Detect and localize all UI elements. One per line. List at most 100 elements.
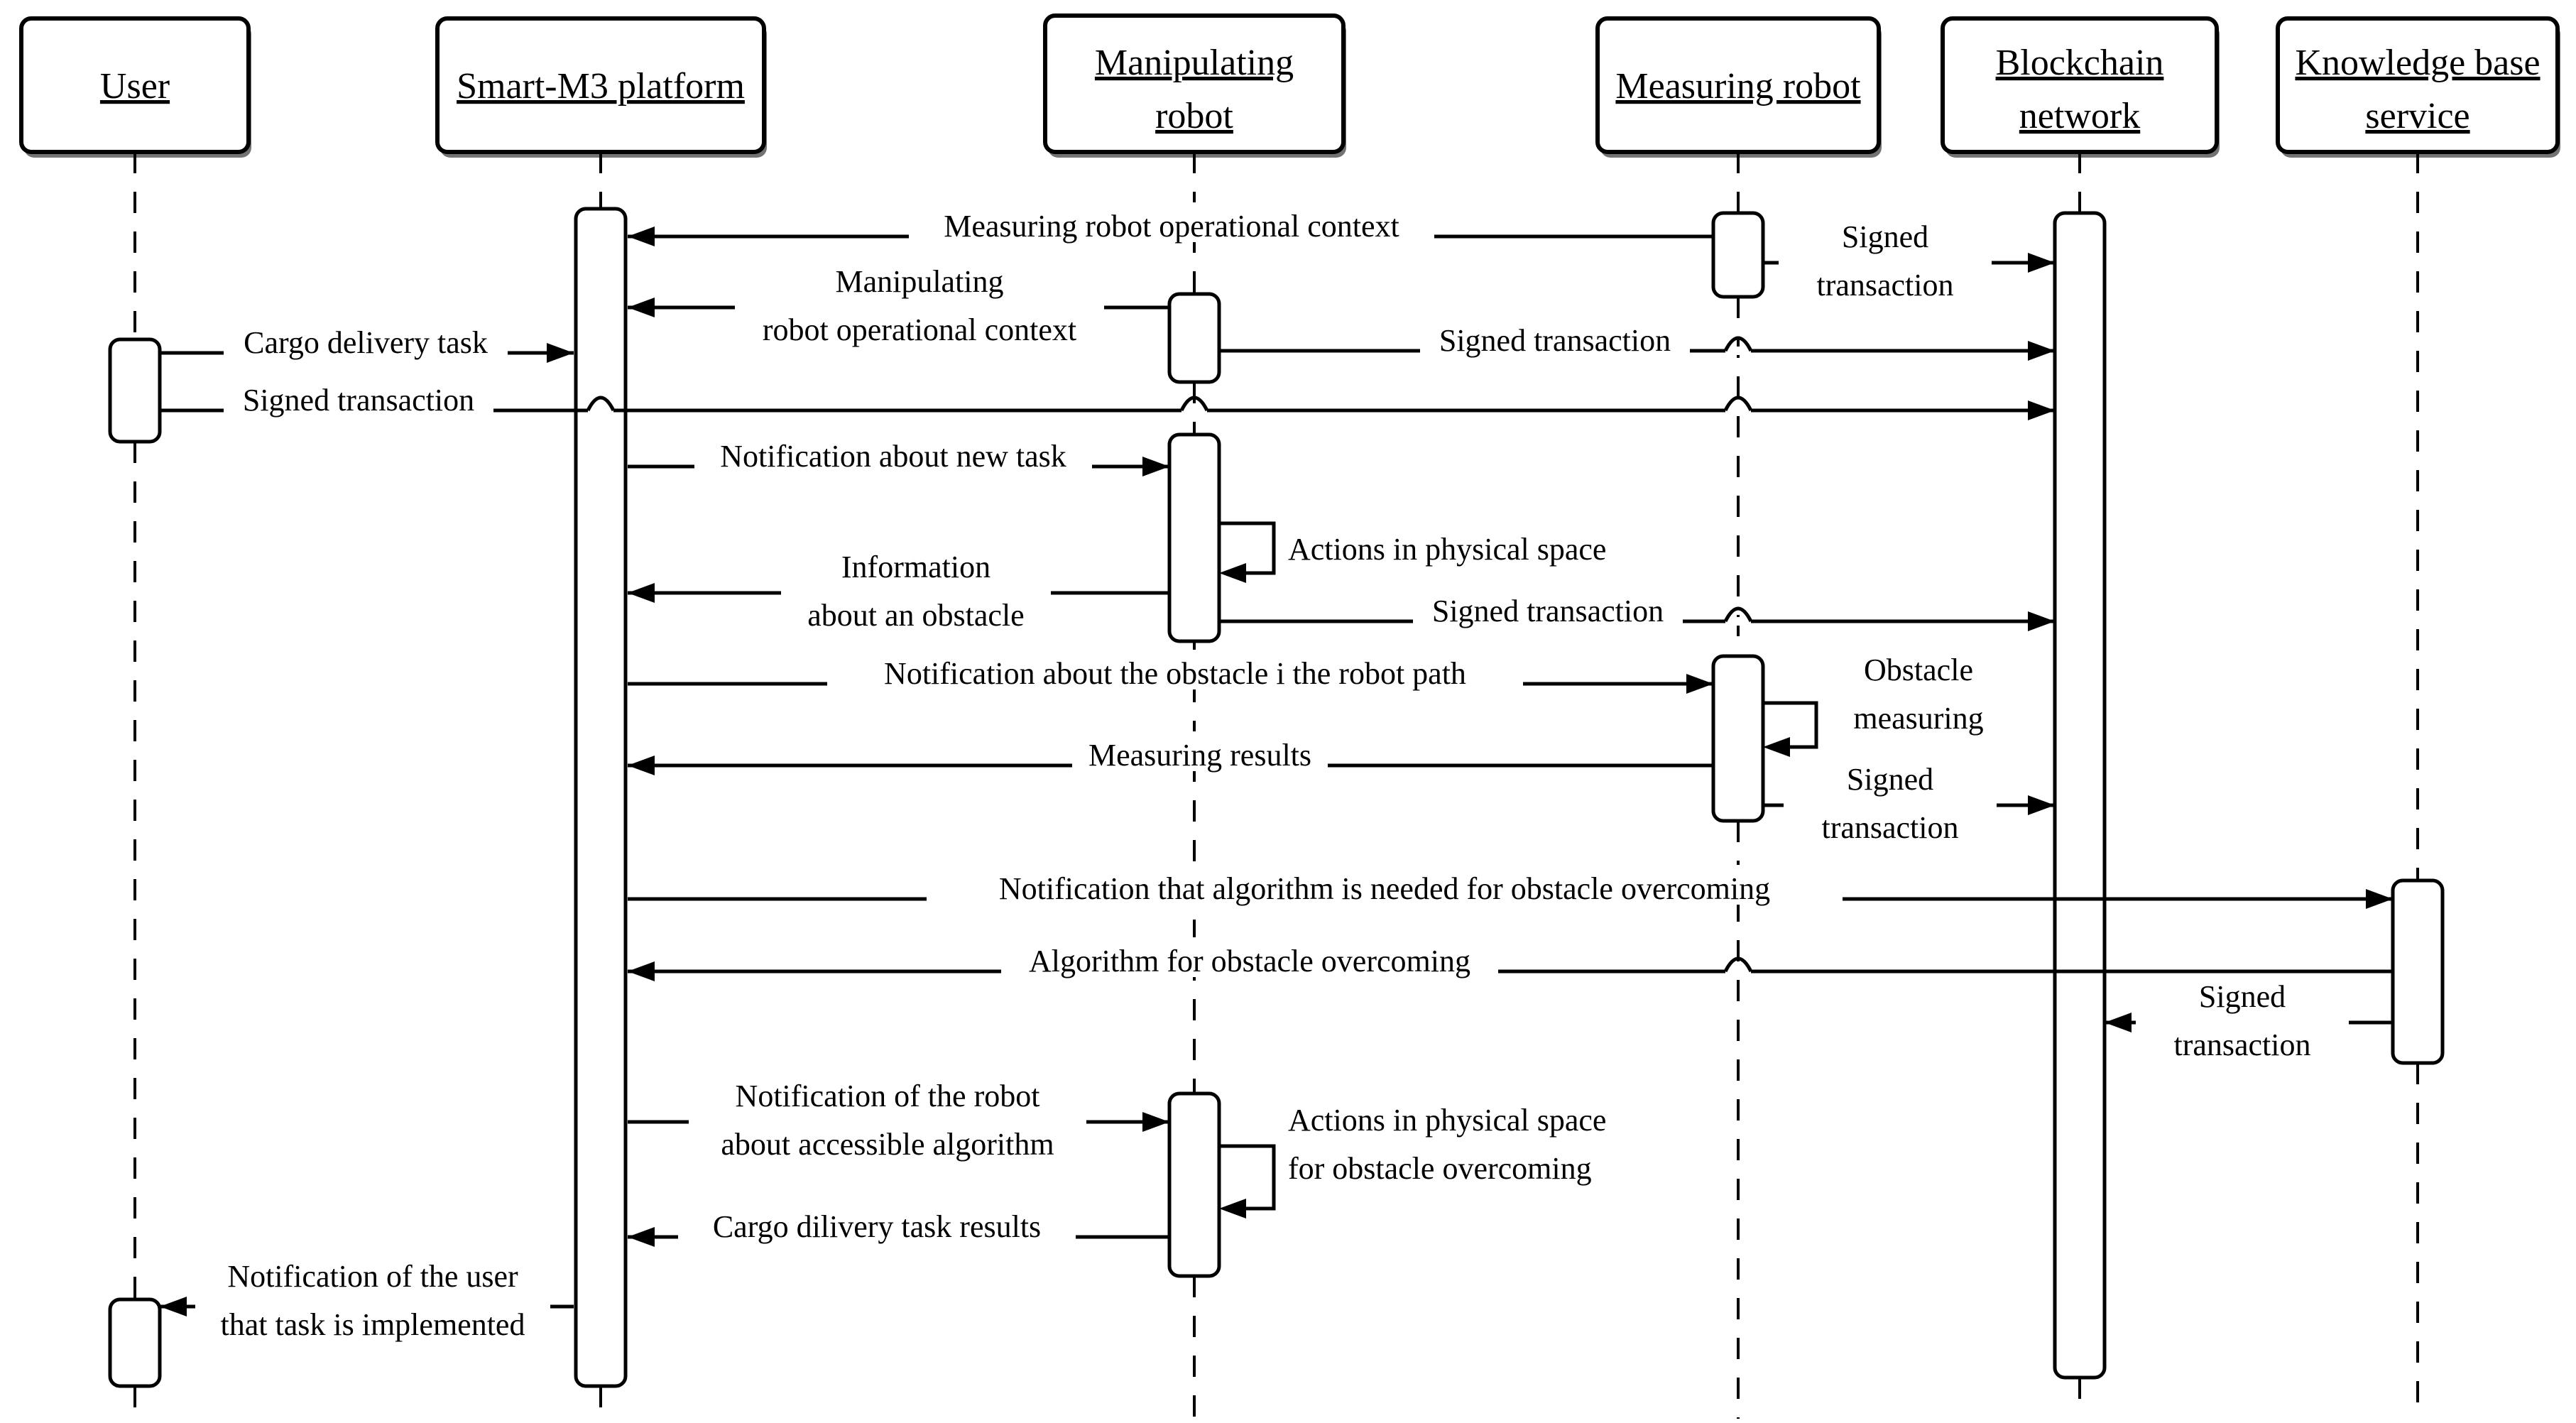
arrowhead-left <box>628 756 655 775</box>
arrowhead-right <box>2028 253 2055 273</box>
arrowhead-left <box>628 298 655 317</box>
message-label: robot operational context <box>763 312 1076 347</box>
participant-label-user: User <box>100 66 170 107</box>
message-label: Algorithm for obstacle overcoming <box>1029 944 1470 978</box>
participant-box-smart-m3 <box>435 16 766 154</box>
arrowhead-left <box>628 1227 655 1247</box>
message-label: Notification of the robot <box>736 1079 1040 1113</box>
participant-box-knowledge-base <box>2276 16 2560 154</box>
message-label: Measuring results <box>1088 738 1311 773</box>
participant-box-user <box>19 16 251 154</box>
participant-label-manipulating-robot: robot <box>1155 96 1233 136</box>
message-label: Signed <box>1842 219 1928 254</box>
message-label: transaction <box>1816 268 1953 302</box>
participant-label-knowledge-base: Knowledge base <box>2295 43 2540 83</box>
activation-bars <box>108 207 2445 1388</box>
message-label: Signed <box>1847 762 1933 797</box>
message-label: Notification about the obstacle i the ro… <box>884 656 1466 691</box>
arrowhead-right <box>1142 1112 1169 1132</box>
arrowhead-left <box>1763 737 1790 757</box>
message-label: Signed <box>2199 979 2286 1014</box>
hop-arc <box>1723 606 1753 623</box>
activation-manipulating-1 <box>1167 292 1221 384</box>
arrowhead-right <box>2028 795 2055 815</box>
participant-manipulating-robot: Manipulating robot <box>1043 13 1346 158</box>
message-label: transaction <box>1821 810 1958 845</box>
label-bg-17 <box>689 1085 1086 1160</box>
label-bg-19 <box>678 1203 1076 1243</box>
message-label: Cargo delivery task <box>244 325 488 360</box>
participant-box-manipulating-robot <box>1043 13 1346 154</box>
participant-user: User <box>19 16 251 158</box>
label-bg-8 <box>781 556 1051 631</box>
activation-blockchain <box>2053 211 2107 1380</box>
hop-arc <box>586 396 616 412</box>
participant-box-measuring-robot <box>1595 16 1881 154</box>
participant-blockchain: Blockchain network <box>1941 16 2220 158</box>
arrowhead-right <box>2028 400 2055 420</box>
message-label: Obstacle <box>1864 653 1973 687</box>
activation-manipulating-3 <box>1167 1091 1221 1278</box>
message-label: measuring <box>1853 701 1983 736</box>
label-bg-0 <box>909 202 1434 242</box>
arrowhead-right <box>2366 889 2393 909</box>
arrowhead-right <box>1686 674 1713 694</box>
message-label: transaction <box>2173 1027 2310 1062</box>
arrowhead-right <box>2028 611 2055 631</box>
label-bg-4 <box>224 319 508 359</box>
label-bg-2 <box>735 271 1104 346</box>
participant-label-knowledge-base: service <box>2365 96 2469 136</box>
self-loop-actions-for-obstacle-overcoming <box>1219 1144 1276 1211</box>
line-hops <box>586 336 1753 976</box>
arrowhead-right <box>2028 341 2055 361</box>
activation-measuring-2 <box>1711 654 1765 823</box>
participant-headers: User Smart-M3 platform Manipulating robo… <box>19 13 2560 158</box>
participant-label-smart-m3: Smart-M3 platform <box>457 66 745 107</box>
label-bg-12 <box>1072 731 1328 771</box>
label-bg-10 <box>827 650 1523 689</box>
arrowhead-left <box>160 1297 187 1316</box>
message-label: Actions in physical space <box>1288 1103 1606 1138</box>
arrowhead-right <box>1142 457 1169 476</box>
message-label: about accessible algorithm <box>721 1127 1054 1162</box>
label-bg-1 <box>1779 226 1992 301</box>
message-label: about an obstacle <box>807 598 1024 633</box>
arrowhead-left <box>628 583 655 603</box>
label-bg-9 <box>1413 587 1683 627</box>
label-bg-16 <box>2136 986 2349 1061</box>
activation-smart-m3 <box>574 207 628 1388</box>
label-bg-15 <box>1001 937 1498 977</box>
lifelines <box>133 152 2419 1419</box>
hop-arc <box>1723 336 1753 352</box>
message-label: Notification about new task <box>720 439 1066 474</box>
participant-label-blockchain: network <box>2019 96 2140 136</box>
participant-label-blockchain: Blockchain <box>1996 43 2164 83</box>
message-label: Measuring robot operational context <box>944 209 1399 244</box>
message-labels: Measuring robot operational context Sign… <box>221 209 2311 1342</box>
message-label: that task is implemented <box>221 1307 525 1342</box>
message-label: Notification of the user <box>227 1259 518 1294</box>
arrowheads <box>160 227 2393 1316</box>
arrowhead-left <box>628 961 655 981</box>
message-label: Signed transaction <box>243 383 474 418</box>
message-label: Signed transaction <box>1432 594 1664 628</box>
label-backgrounds <box>195 202 2349 1345</box>
label-bg-3 <box>1420 317 1690 356</box>
label-bg-5 <box>224 376 493 416</box>
message-label: Information <box>841 550 990 584</box>
message-label: Notification that algorithm is needed fo… <box>999 871 1770 906</box>
message-label: Manipulating <box>835 264 1003 299</box>
activation-user-2 <box>108 1297 162 1388</box>
participant-knowledge-base: Knowledge base service <box>2276 16 2560 158</box>
arrowhead-left <box>1219 1199 1246 1218</box>
activation-knowledge-base <box>2391 878 2445 1065</box>
arrowhead-left <box>1219 563 1246 583</box>
activation-user-1 <box>108 337 162 444</box>
participant-box-blockchain <box>1941 16 2219 154</box>
arrowhead-left <box>2105 1013 2132 1032</box>
label-bg-14 <box>927 865 1843 905</box>
message-label: Signed transaction <box>1439 323 1671 358</box>
activation-manipulating-2 <box>1167 432 1221 643</box>
participant-label-manipulating-robot: Manipulating <box>1095 43 1294 83</box>
